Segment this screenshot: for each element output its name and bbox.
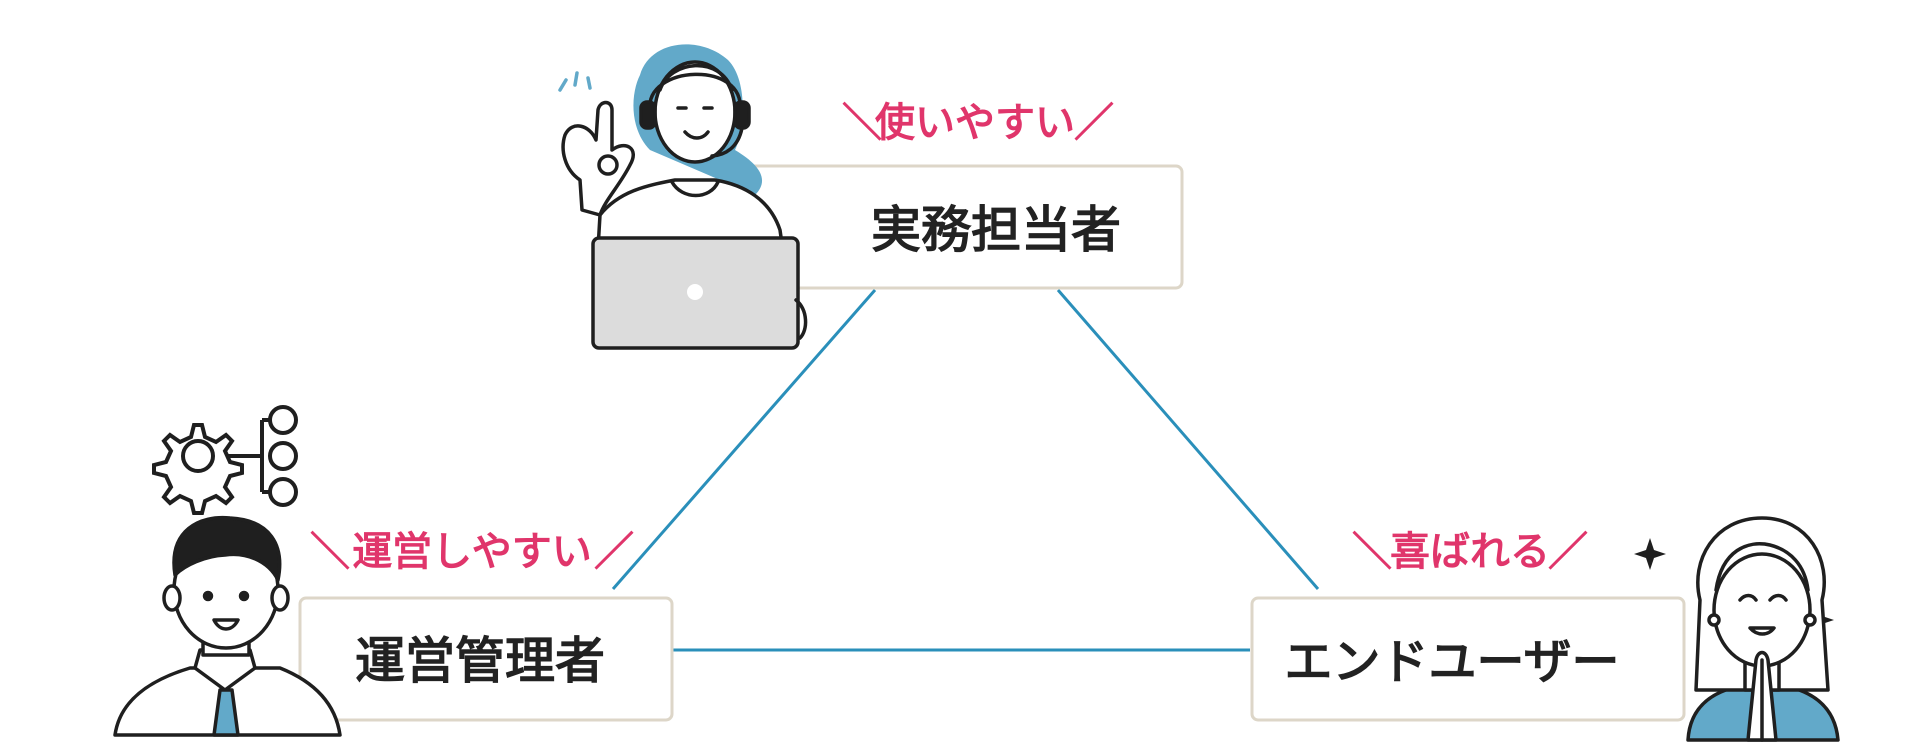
staff-tagline-slash-left: ＼ <box>842 100 882 146</box>
enduser-tagline-slash-left: ＼ <box>1352 529 1392 575</box>
businessman-icon <box>113 515 342 737</box>
admin-node: 運営管理者 ＼ 運営しやすい ／ <box>113 405 674 737</box>
enduser-tagline-slash-right: ／ <box>1548 529 1588 575</box>
connector-staff-admin <box>611 289 877 590</box>
enduser-tagline-text: 喜ばれる <box>1390 529 1550 575</box>
staff-node: 実務担当者 ＼ 使いやすい ／ <box>558 44 1184 350</box>
admin-tagline: ＼ 運営しやすい ／ <box>310 529 634 575</box>
admin-tagline-text: 運営しやすい <box>352 529 592 575</box>
enduser-tagline: ＼ 喜ばれる ／ <box>1352 529 1588 575</box>
staff-tagline-text: 使いやすい <box>875 100 1075 146</box>
staff-tagline-slash-right: ／ <box>1074 100 1114 146</box>
admin-label: 運営管理者 <box>355 632 605 690</box>
connectors <box>611 289 1320 652</box>
staff-tagline: ＼ 使いやすい ／ <box>842 100 1114 146</box>
happy-woman-icon <box>1686 516 1840 742</box>
enduser-label-box <box>1250 596 1686 722</box>
admin-tagline-slash-right: ／ <box>594 529 634 575</box>
enduser-node: エンドユーザー ＼ 喜ばれる ／ <box>1250 516 1840 742</box>
admin-label-box <box>298 596 674 722</box>
connector-staff-enduser <box>1056 289 1320 590</box>
staff-label: 実務担当者 <box>871 201 1121 259</box>
support-agent-with-laptop-icon <box>558 44 808 350</box>
admin-tagline-slash-left: ＼ <box>310 529 350 575</box>
enduser-label: エンドユーザー <box>1284 634 1619 690</box>
gear-network-icon <box>152 405 298 515</box>
